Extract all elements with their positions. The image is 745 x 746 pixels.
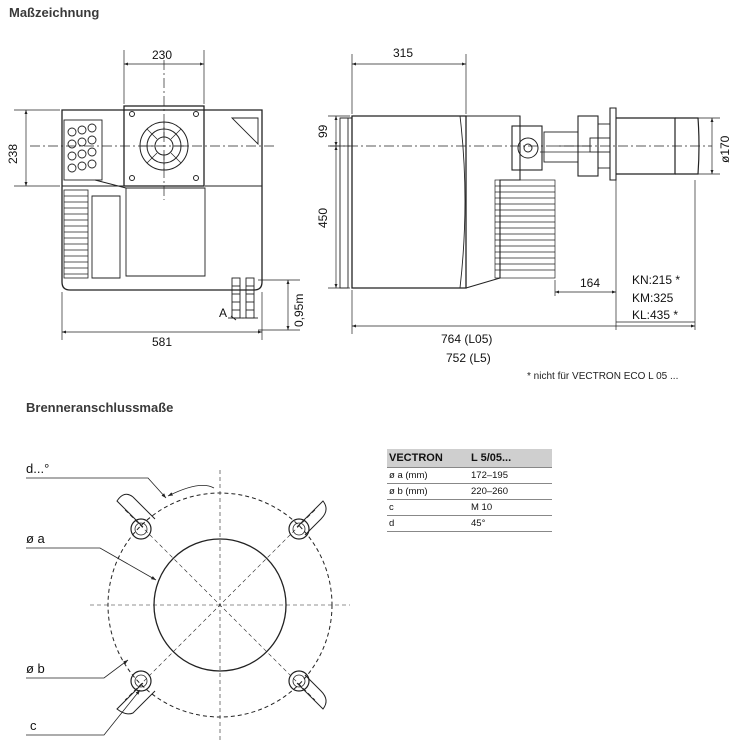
spec-key: ø b (mm) xyxy=(387,483,469,500)
spec-table: VECTRON L 5/05... ø a (mm) 172–195 ø b (… xyxy=(387,449,552,532)
dim-side-99: 99 xyxy=(316,124,330,138)
spec-header-variant: L 5/05... xyxy=(469,449,552,468)
dim-front-height-left: 238 xyxy=(6,143,20,164)
footnote: * nicht für VECTRON ECO L 05 ... xyxy=(527,371,679,382)
spec-header-model: VECTRON xyxy=(387,449,469,468)
spec-key: c xyxy=(387,499,469,516)
flange-view xyxy=(26,470,350,740)
spec-key: ø a (mm) xyxy=(387,467,469,484)
spec-value: 220–260 xyxy=(469,483,552,500)
table-row: ø a (mm) 172–195 xyxy=(387,467,552,484)
table-row: d 45° xyxy=(387,515,552,532)
dim-length-l05: 764 (L05) xyxy=(441,332,493,346)
spec-table-header: VECTRON L 5/05... xyxy=(387,449,552,468)
table-row: ø b (mm) 220–260 xyxy=(387,483,552,500)
spec-value: 45° xyxy=(469,515,552,532)
front-view xyxy=(14,50,300,340)
spec-key: d xyxy=(387,515,469,532)
dim-side-diameter: ø170 xyxy=(718,135,732,163)
label-a-front: A xyxy=(219,306,228,320)
table-row: c M 10 xyxy=(387,499,552,516)
spec-value: 172–195 xyxy=(469,467,552,484)
heading-dimension-drawing: Maßzeichnung xyxy=(9,5,100,20)
side-view xyxy=(328,54,720,334)
dim-side-164: 164 xyxy=(580,276,601,290)
flange-label-c: c xyxy=(30,718,37,733)
spec-value: M 10 xyxy=(469,499,552,516)
dim-side-450: 450 xyxy=(316,207,330,228)
variant-kn: KN:215 * xyxy=(632,273,681,287)
flange-label-b: ø b xyxy=(26,661,45,676)
dim-front-width-bottom: 581 xyxy=(152,335,173,349)
variant-km: KM:325 xyxy=(632,291,674,305)
dim-front-width-top: 230 xyxy=(152,48,173,62)
variant-kl: KL:435 * xyxy=(632,308,679,322)
dim-length-l5: 752 (L5) xyxy=(446,351,491,365)
dim-side-width-top: 315 xyxy=(393,46,414,60)
heading-connection-dims: Brenneranschlussmaße xyxy=(26,400,174,415)
flange-label-a: ø a xyxy=(26,531,45,546)
dim-front-height-right: 0,95m xyxy=(292,293,306,327)
flange-label-d: d...° xyxy=(26,461,50,476)
